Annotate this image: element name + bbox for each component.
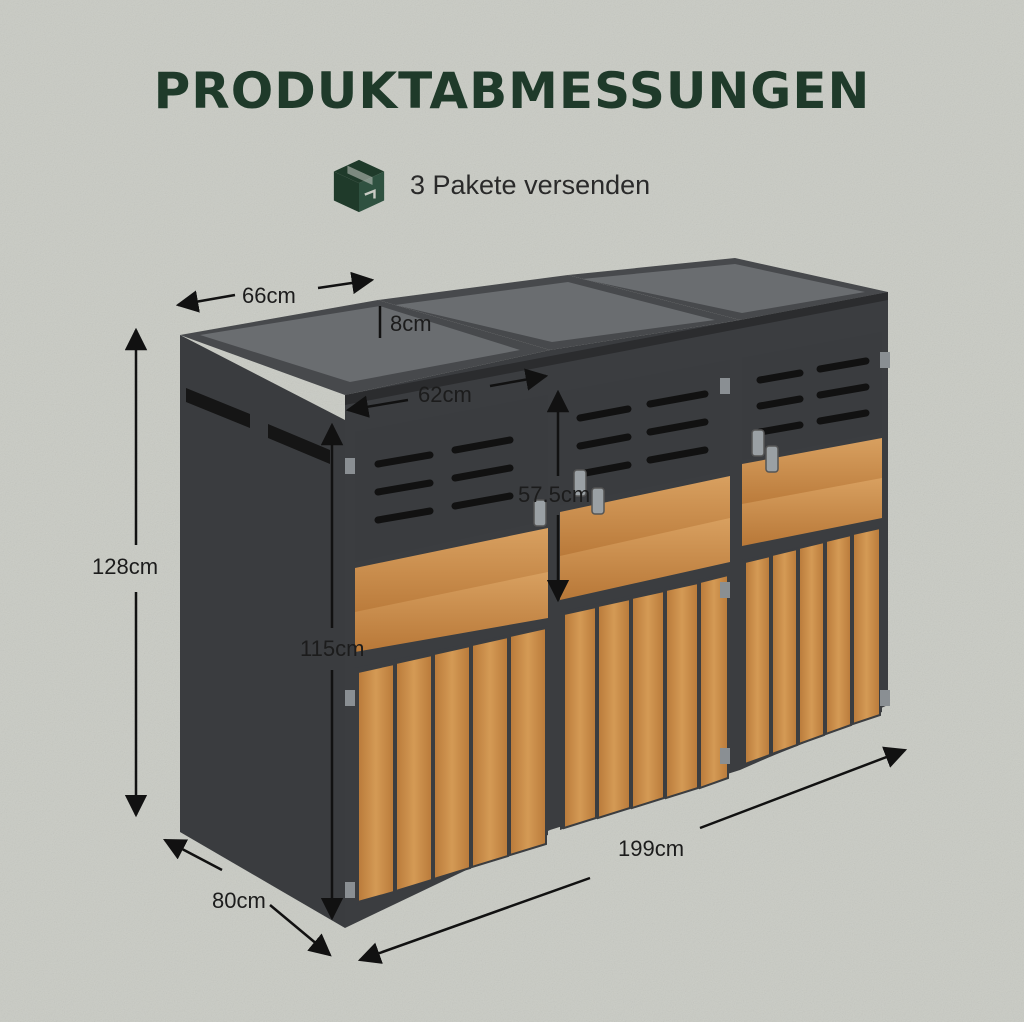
dim-lid-width: 66cm [242, 283, 296, 308]
dim-total-height: 128cm [92, 554, 159, 579]
dim-arrow [699, 746, 908, 830]
subtitle: 3 Pakete versenden [410, 169, 651, 200]
dim-front-height: 115cm [300, 636, 365, 661]
wood-slat [355, 528, 548, 620]
package-box-icon [333, 159, 385, 213]
wood-slat [560, 476, 730, 560]
page-title: PRODUKTABMESSUNGEN [153, 62, 871, 120]
door-1-top [355, 395, 548, 562]
wood-slat [742, 478, 882, 546]
shipping-info: 3 Pakete versenden [330, 155, 650, 215]
dim-inner-width: 62cm [418, 382, 472, 407]
dim-arrow [317, 271, 375, 295]
dim-total-width: 199cm [618, 836, 685, 861]
wood-slat [560, 518, 730, 600]
dim-door-height: 57.5cm [518, 482, 591, 507]
dim-rim-height: 8cm [390, 311, 432, 336]
dim-arrow [269, 904, 332, 957]
dim-arrow [345, 395, 409, 418]
dim-arrow [489, 368, 549, 391]
dim-arrow [163, 838, 223, 872]
lock-icon [533, 429, 779, 527]
side-panel [180, 335, 345, 928]
dim-arrow [357, 876, 591, 964]
side-vent [268, 424, 330, 464]
side-vent [186, 388, 250, 428]
dim-arrow [175, 290, 236, 313]
dim-depth: 80cm [212, 888, 266, 913]
wood-slat [355, 572, 548, 652]
wood-slat [742, 438, 882, 510]
